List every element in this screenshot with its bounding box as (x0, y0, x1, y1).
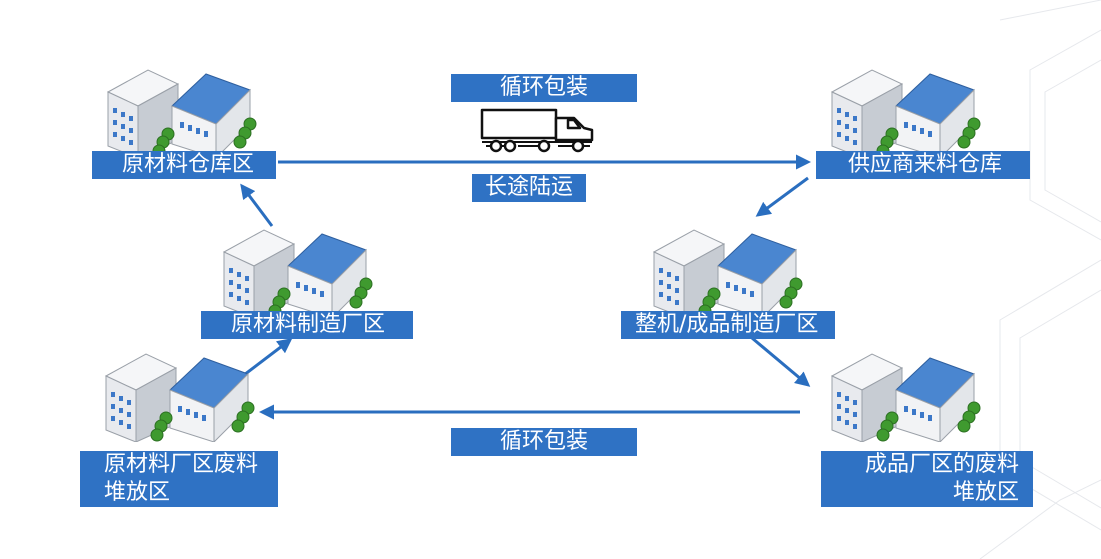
arrow-raw-factory-to-raw-warehouse (240, 183, 274, 227)
node-raw-factory-label: 原材料制造厂区 (201, 311, 413, 339)
truck-icon (480, 108, 594, 153)
arrow-assembly-to-product-scrap (751, 336, 811, 387)
arrow-supplier-to-assembly (755, 176, 809, 217)
scrap-yard-buildings-icon (831, 353, 981, 442)
warehouse-buildings-icon (107, 69, 257, 158)
scrap-yard-buildings-icon (105, 353, 255, 442)
node-product-scrap-label: 成品厂区的废料堆放区 (821, 451, 1033, 507)
node-raw-scrap-label: 原材料厂区废料堆放区 (80, 451, 278, 507)
arrow-raw-scrap-to-raw-factory (239, 338, 293, 380)
top-route-label: 循环包装 (451, 74, 637, 102)
node-supplier-warehouse-label: 供应商来料仓库 (816, 151, 1030, 179)
bottom-route-label: 循环包装 (451, 428, 637, 456)
node-assembly-factory-label: 整机/成品制造厂区 (621, 311, 835, 339)
factory-buildings-icon (223, 229, 373, 318)
factory-buildings-icon (653, 229, 803, 318)
transport-label: 长途陆运 (472, 174, 586, 202)
warehouse-buildings-icon (831, 69, 981, 158)
node-raw-warehouse-label: 原材料仓库区 (92, 151, 276, 179)
